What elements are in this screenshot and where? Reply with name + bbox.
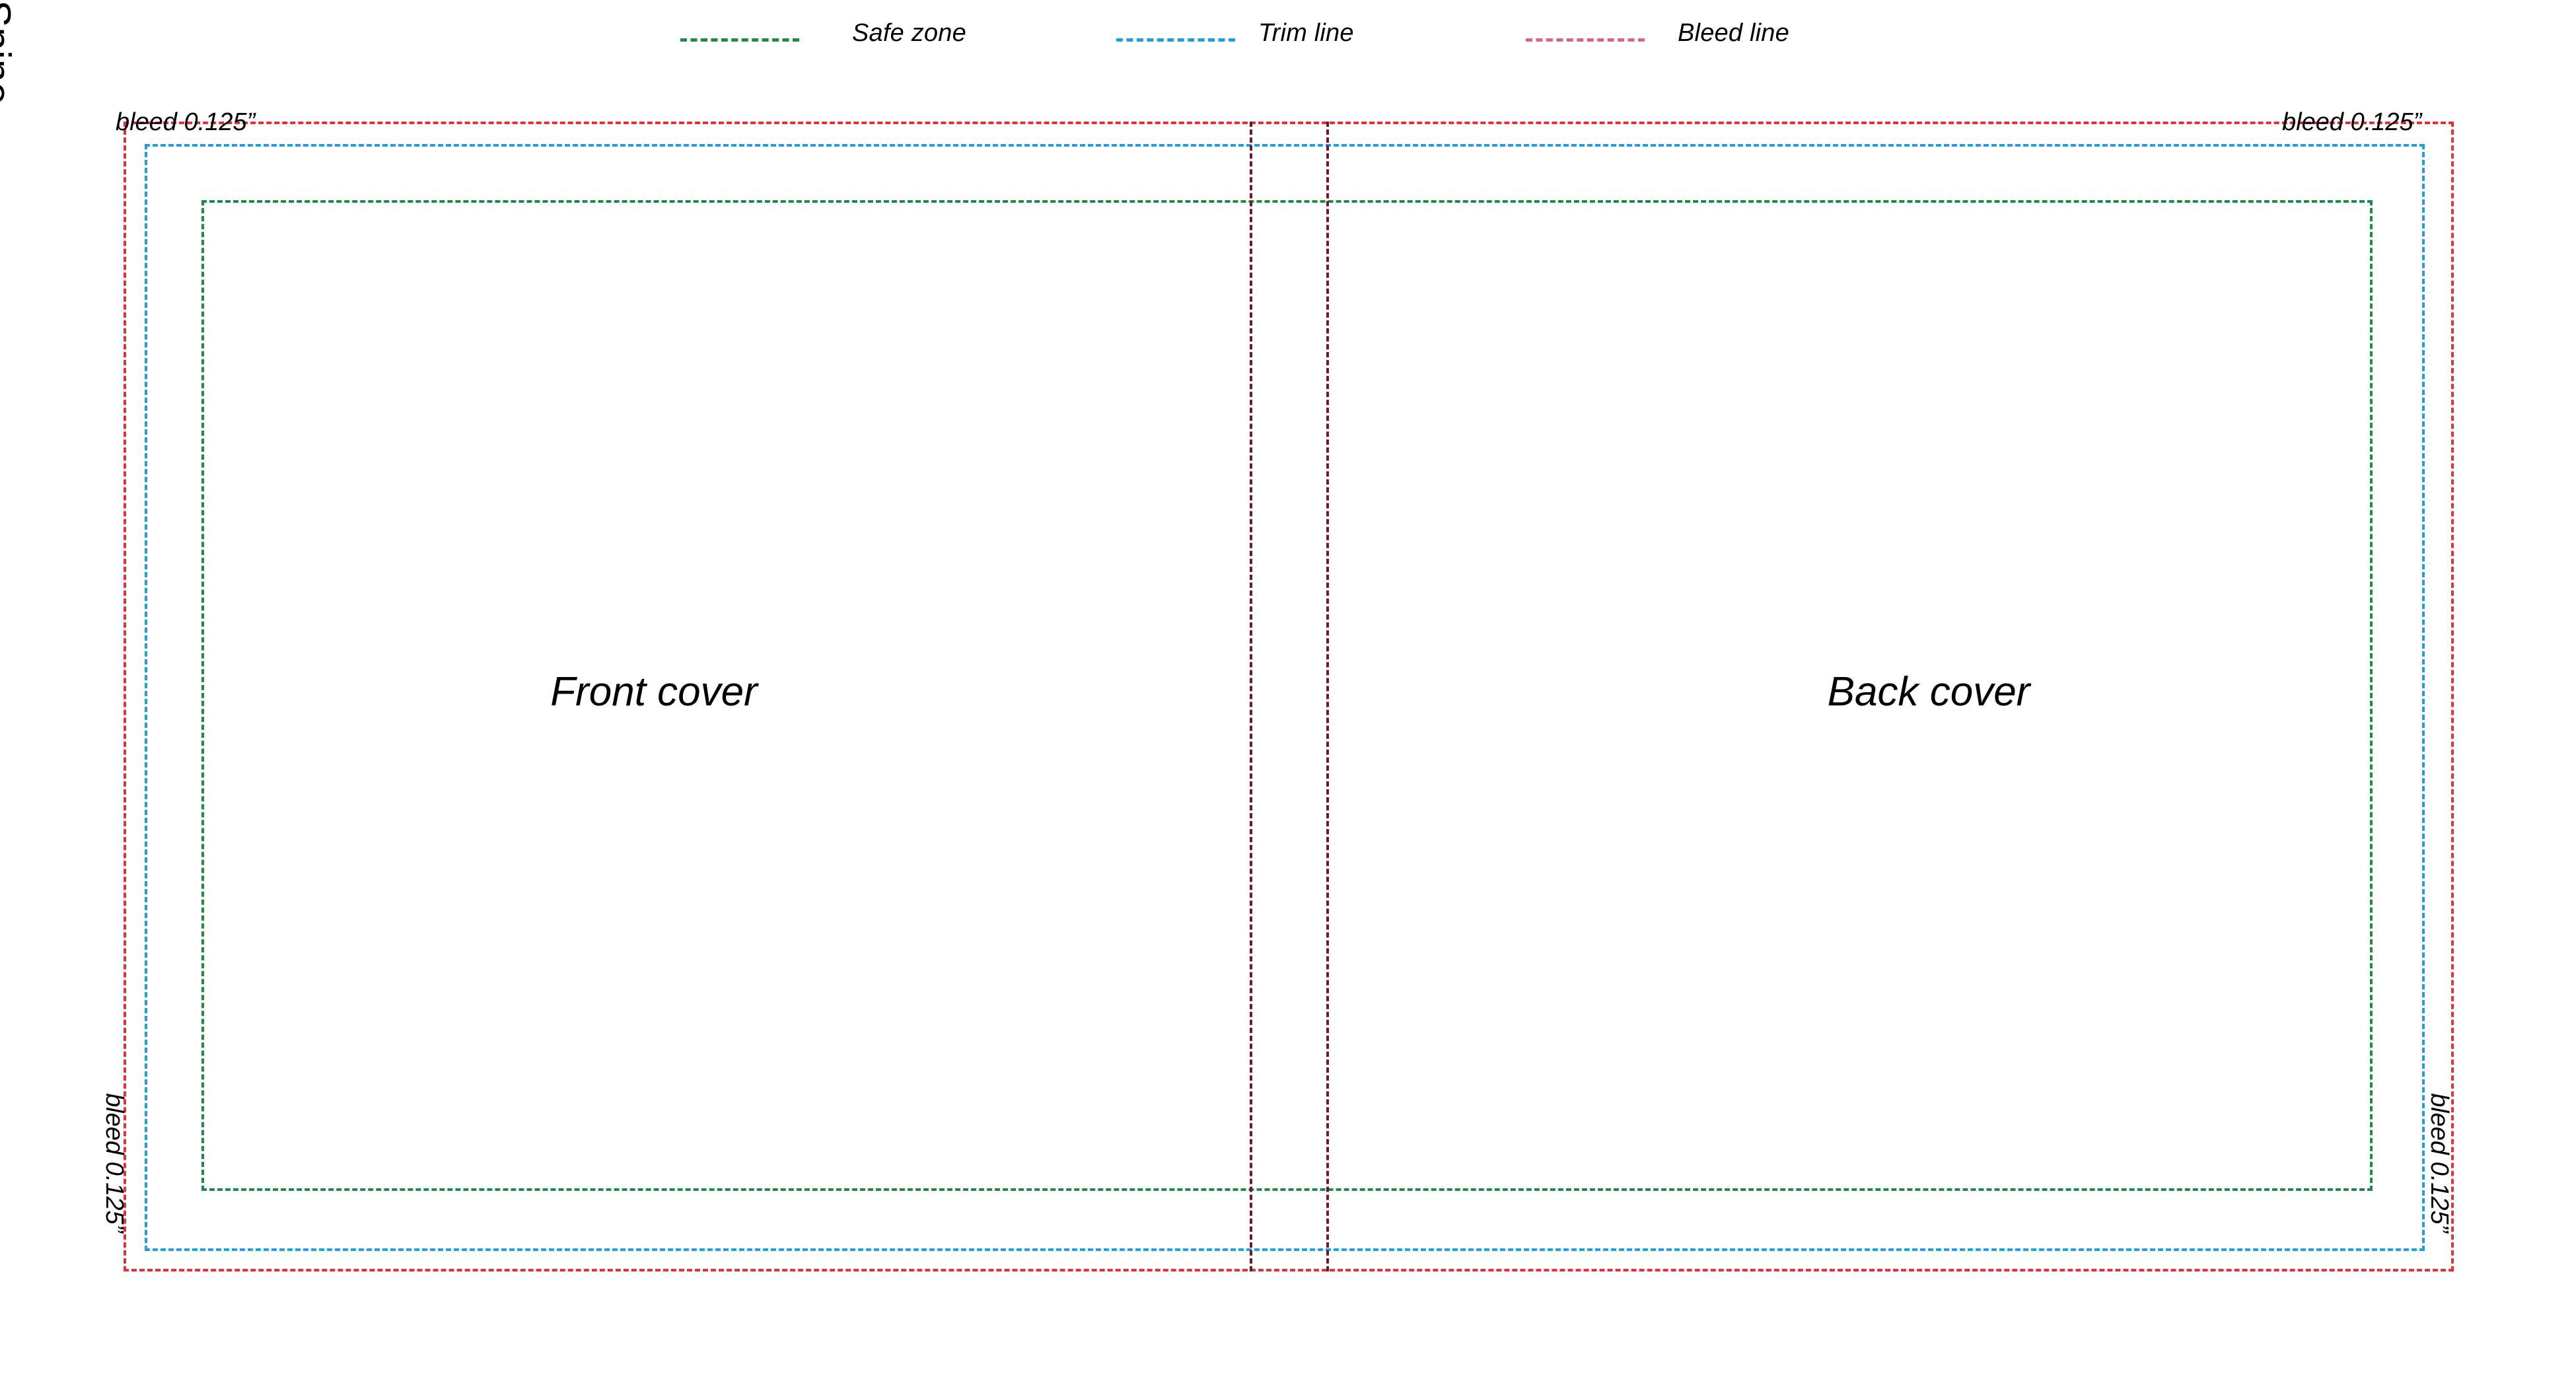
bleed-measure-label-bottom-right: bleed 0.125” (2425, 1093, 2453, 1233)
back-cover-label: Back cover (1827, 669, 2030, 715)
legend-label-safe-zone: Safe zone (852, 19, 966, 47)
legend-label-bleed-line: Bleed line (1678, 19, 1789, 47)
bleed-line-dash-swatch-icon (1526, 38, 1645, 42)
trim-line-box (145, 144, 2425, 1251)
spine-label: Spine (0, 0, 18, 105)
trim-line-dash-swatch-icon (1116, 38, 1235, 42)
spine-fold-line-left (1250, 122, 1252, 1271)
bleed-measure-label-top-left: bleed 0.125” (116, 108, 256, 136)
spine-fold-line-right (1326, 122, 1329, 1271)
bleed-line-box (124, 122, 2454, 1271)
safe-zone-dash-swatch-icon (680, 38, 799, 42)
safe-zone-box (201, 200, 2373, 1191)
front-cover-label: Front cover (550, 669, 758, 715)
bleed-measure-label-bottom-left: bleed 0.125” (100, 1093, 128, 1233)
bleed-measure-label-top-right: bleed 0.125” (2282, 108, 2422, 136)
legend: Safe zone Trim line Bleed line (0, 0, 2576, 86)
legend-label-trim-line: Trim line (1258, 19, 1354, 47)
